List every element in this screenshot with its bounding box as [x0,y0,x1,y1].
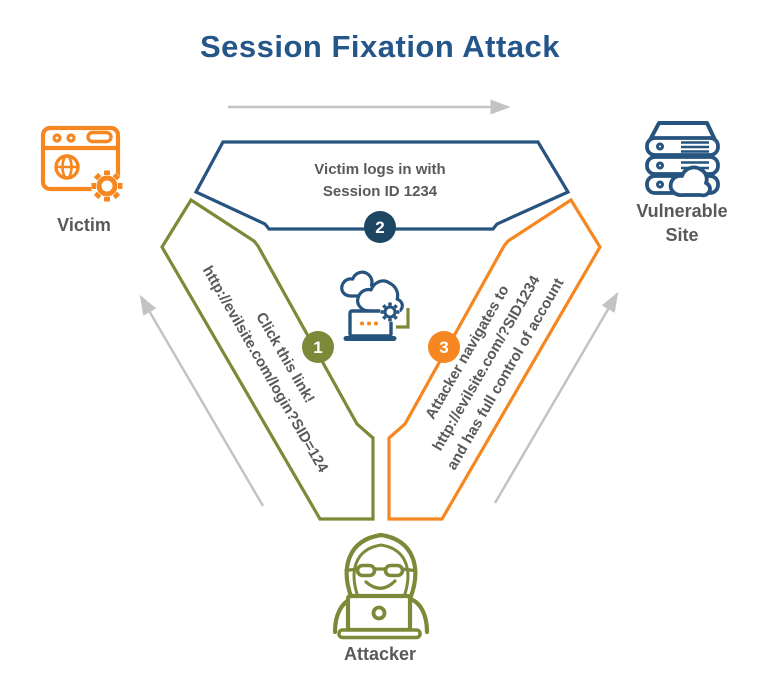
step2-number-badge [364,211,396,243]
step2-text-line2: Session ID 1234 [323,183,438,200]
victim-browser-gear-icon [40,125,123,202]
glasses-right-lens [383,563,405,578]
victim-label: Victim [57,215,111,235]
attacker-label: Attacker [344,644,416,664]
glasses-left-lens [355,563,377,578]
hood-inner-rim [352,543,410,599]
laptop-logo [371,605,387,621]
cloud-icon [668,165,712,198]
laptop-base [337,628,422,640]
step3-text-line2: http://evilsite.com/?SID1234 [429,272,544,454]
step1-banner: Click this link! http://evilsite.com/log… [160,197,375,521]
step1-number: 1 [313,338,322,357]
gear-icon [380,302,400,322]
vulnerable-site-label-line1: Vulnerable [636,201,727,221]
step3-number-badge [428,331,460,363]
connector-line [396,308,410,329]
laptop-base [343,336,397,341]
page-title: Session Fixation Attack [200,29,560,64]
attacker-to-site-arrow-icon [493,291,619,504]
step3-number: 3 [439,338,448,357]
step3-banner-outline [387,197,602,521]
gear-icon [91,170,123,202]
right-arm [407,596,430,635]
vulnerable-site-server-cloud-icon [645,121,720,198]
chin-curve [364,579,397,590]
attacker-hacker-icon [332,532,430,640]
hood-outline [344,532,418,602]
step1-text-line2: http://evilsite.com/login?SID=124 [199,263,332,476]
vulnerable-site-label-line2: Site [665,225,698,245]
step1-banner-outline [160,197,375,521]
step2-text-line1: Victim logs in with [314,161,445,178]
attacker-to-victim-arrow-icon [139,294,265,507]
step2-number: 2 [375,218,384,237]
step2-banner-outline [193,140,571,231]
step1-number-badge [302,331,334,363]
step3-banner: Attacker navigates to http://evilsite.co… [387,197,602,521]
step2-banner: Victim logs in with Session ID 1234 2 [193,140,571,243]
session-cloud-laptop-gear-icon [340,270,410,341]
